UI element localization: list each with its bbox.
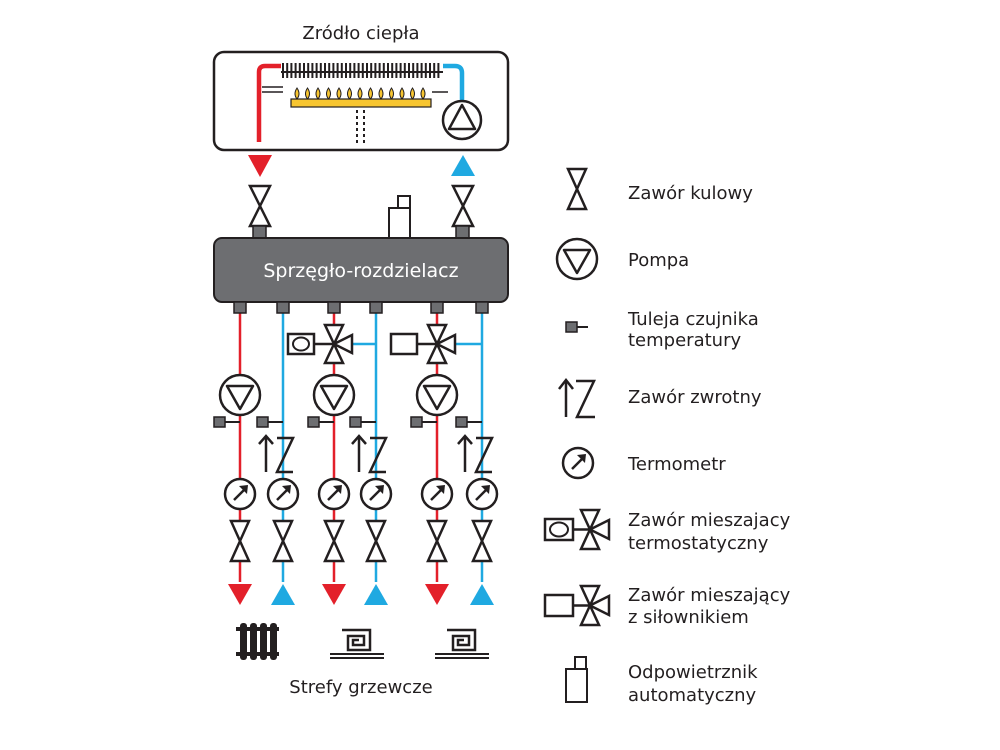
sensor-sleeve-icon [410,416,437,428]
legend-item-sensor-sleeve: Tuleja czujnika temperatury [565,309,759,351]
sensor-sleeve-icon [349,416,376,428]
legend-item-pump: Pompa [555,237,689,281]
legend-item-thermostatic-mixing-valve: Zawór mieszajacy termostatyczny [543,508,791,554]
pump-icon [555,237,599,281]
pipe-stub [369,301,383,314]
heating-circuits [213,301,499,605]
legend-item-thermometer: Termometr [561,446,726,480]
check-valve-icon [351,434,388,474]
thermometer-icon [266,477,300,511]
ball-valve-icon [450,184,476,228]
zones-label: Strefy grzewcze [289,677,432,698]
pipe-stub [430,301,444,314]
thermometer-icon [317,477,351,511]
pipe-stub [276,301,290,314]
legend-label: Zawór mieszajacy [628,510,791,531]
heat-source-title: Zródło ciepła [302,23,419,44]
legend-item-check-valve: Zawór zwrotny [558,377,762,419]
heating-circuit [389,301,499,605]
gas-line [356,110,365,146]
pump-icon [415,373,459,417]
pipe-stub [475,301,489,314]
return-arrow-icon [451,155,475,176]
heat-source-boiler [212,50,510,152]
return-arrow-icon [364,584,388,605]
legend-item-ball-valve: Zawór kulowy [566,167,753,211]
ball-valve-icon [229,519,251,563]
actuator-mixing-valve-icon [543,584,611,627]
radiator-icon [236,623,279,660]
legend-label: temperatury [628,330,741,351]
ball-valve-icon [471,519,493,563]
heat-exchanger [281,63,443,78]
supply-arrow-icon [425,584,449,605]
ball-valve-icon [365,519,387,563]
supply-arrow-icon [322,584,346,605]
air-vent-icon [388,195,411,240]
ball-valve-icon [247,184,273,228]
thermometer-icon [561,446,595,480]
underfloor-heating-icon [435,628,489,659]
legend-label: z siłownikiem [628,607,749,628]
legend-label: Pompa [628,250,689,271]
check-valve-icon [558,377,596,419]
thermometer-icon [465,477,499,511]
return-arrow-icon [470,584,494,605]
coupler-distributor: Sprzęgło-rozdzielacz [213,237,509,303]
legend-label: automatyczny [628,685,757,706]
coupler-label: Sprzęgło-rozdzielacz [263,260,458,282]
legend-label: termostatyczny [628,533,769,554]
legend-label: Zawór mieszający [628,585,791,606]
check-valve-icon [457,434,494,474]
underfloor-heating-icon [330,628,384,659]
legend-label: Odpowietrznik [628,662,758,683]
thermostatic-mixing-valve-icon [543,508,611,551]
boiler-pump-icon [441,99,483,141]
legend-label: Termometr [627,454,726,475]
air-vent-icon [565,656,588,703]
supply-arrow-icon [248,155,272,177]
return-arrow-icon [271,584,295,605]
thermostatic-mixing-valve-icon [286,323,354,365]
thermometer-icon [359,477,393,511]
actuator-mixing-valve-icon [389,323,457,365]
pump-icon [312,373,356,417]
legend-label: Zawór kulowy [628,183,753,204]
thermometer-icon [420,477,454,511]
sensor-sleeve-icon [256,416,283,428]
legend-item-actuator-mixing-valve: Zawór mieszający z siłownikiem [543,584,791,628]
burner-icon [290,87,432,108]
sensor-sleeve-icon [565,321,588,333]
legend: Zawór kulowy Pompa Tuleja czujnika tempe… [543,167,791,706]
supply-arrow-icon [228,584,252,605]
ball-valve-icon [323,519,345,563]
heating-circuit [286,301,393,605]
pipe-stub [327,301,341,314]
legend-item-air-vent: Odpowietrznik automatyczny [565,656,758,706]
sensor-sleeve-icon [213,416,240,428]
sensor-sleeve-icon [455,416,482,428]
ball-valve-icon [426,519,448,563]
sensor-sleeve-icon [307,416,334,428]
pump-icon [218,373,262,417]
pipe-stub [233,301,247,314]
ball-valve-icon [566,167,588,211]
legend-label: Tuleja czujnika [627,309,759,330]
check-valve-icon [258,434,295,474]
legend-label: Zawór zwrotny [628,387,762,408]
heating-circuit [213,301,300,605]
thermometer-icon [223,477,257,511]
ball-valve-icon [272,519,294,563]
